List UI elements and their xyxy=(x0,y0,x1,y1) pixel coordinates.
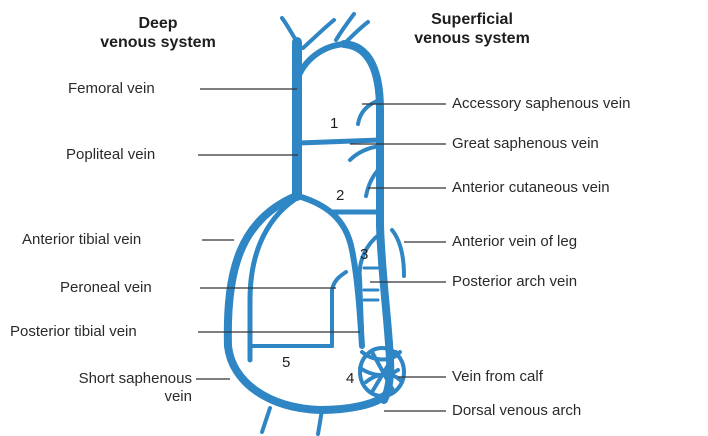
perforator-number-5: 5 xyxy=(282,354,290,371)
label-short-saphenous-vein: Short saphenous vein xyxy=(30,370,192,406)
perforator-number-2: 2 xyxy=(336,187,344,204)
short-saphenous-line-2: vein xyxy=(30,388,192,406)
label-vein-from-calf: Vein from calf xyxy=(452,368,543,386)
label-accessory-saphenous-vein: Accessory saphenous vein xyxy=(452,95,630,113)
perforator-number-3: 3 xyxy=(360,246,368,263)
deep-heading-line-1: Deep xyxy=(58,14,258,33)
label-femoral-vein: Femoral vein xyxy=(68,80,155,98)
label-anterior-tibial-vein: Anterior tibial vein xyxy=(22,231,141,249)
superficial-system-heading: Superficial venous system xyxy=(372,10,572,48)
label-anterior-vein-of-leg: Anterior vein of leg xyxy=(452,233,577,251)
perforator-number-4: 4 xyxy=(346,370,354,387)
label-popliteal-vein: Popliteal vein xyxy=(66,146,155,164)
superficial-heading-line-2: venous system xyxy=(372,29,572,48)
anterior-vein-of-leg xyxy=(392,230,404,276)
label-peroneal-vein: Peroneal vein xyxy=(60,279,152,297)
label-posterior-tibial-vein: Posterior tibial vein xyxy=(10,323,137,341)
label-anterior-cutaneous-vein: Anterior cutaneous vein xyxy=(452,179,610,197)
perforator-1 xyxy=(299,140,380,143)
label-dorsal-venous-arch: Dorsal venous arch xyxy=(452,402,581,420)
anterior-tibial-vein xyxy=(228,196,296,346)
deep-heading-line-2: venous system xyxy=(58,33,258,52)
perforator-number-1: 1 xyxy=(330,115,338,132)
short-saphenous-line-1: Short saphenous xyxy=(30,370,192,388)
label-posterior-arch-vein: Posterior arch vein xyxy=(452,273,577,291)
veins xyxy=(228,14,404,434)
label-great-saphenous-vein: Great saphenous vein xyxy=(452,135,599,153)
superficial-heading-line-1: Superficial xyxy=(372,10,572,29)
deep-system-heading: Deep venous system xyxy=(58,14,258,52)
